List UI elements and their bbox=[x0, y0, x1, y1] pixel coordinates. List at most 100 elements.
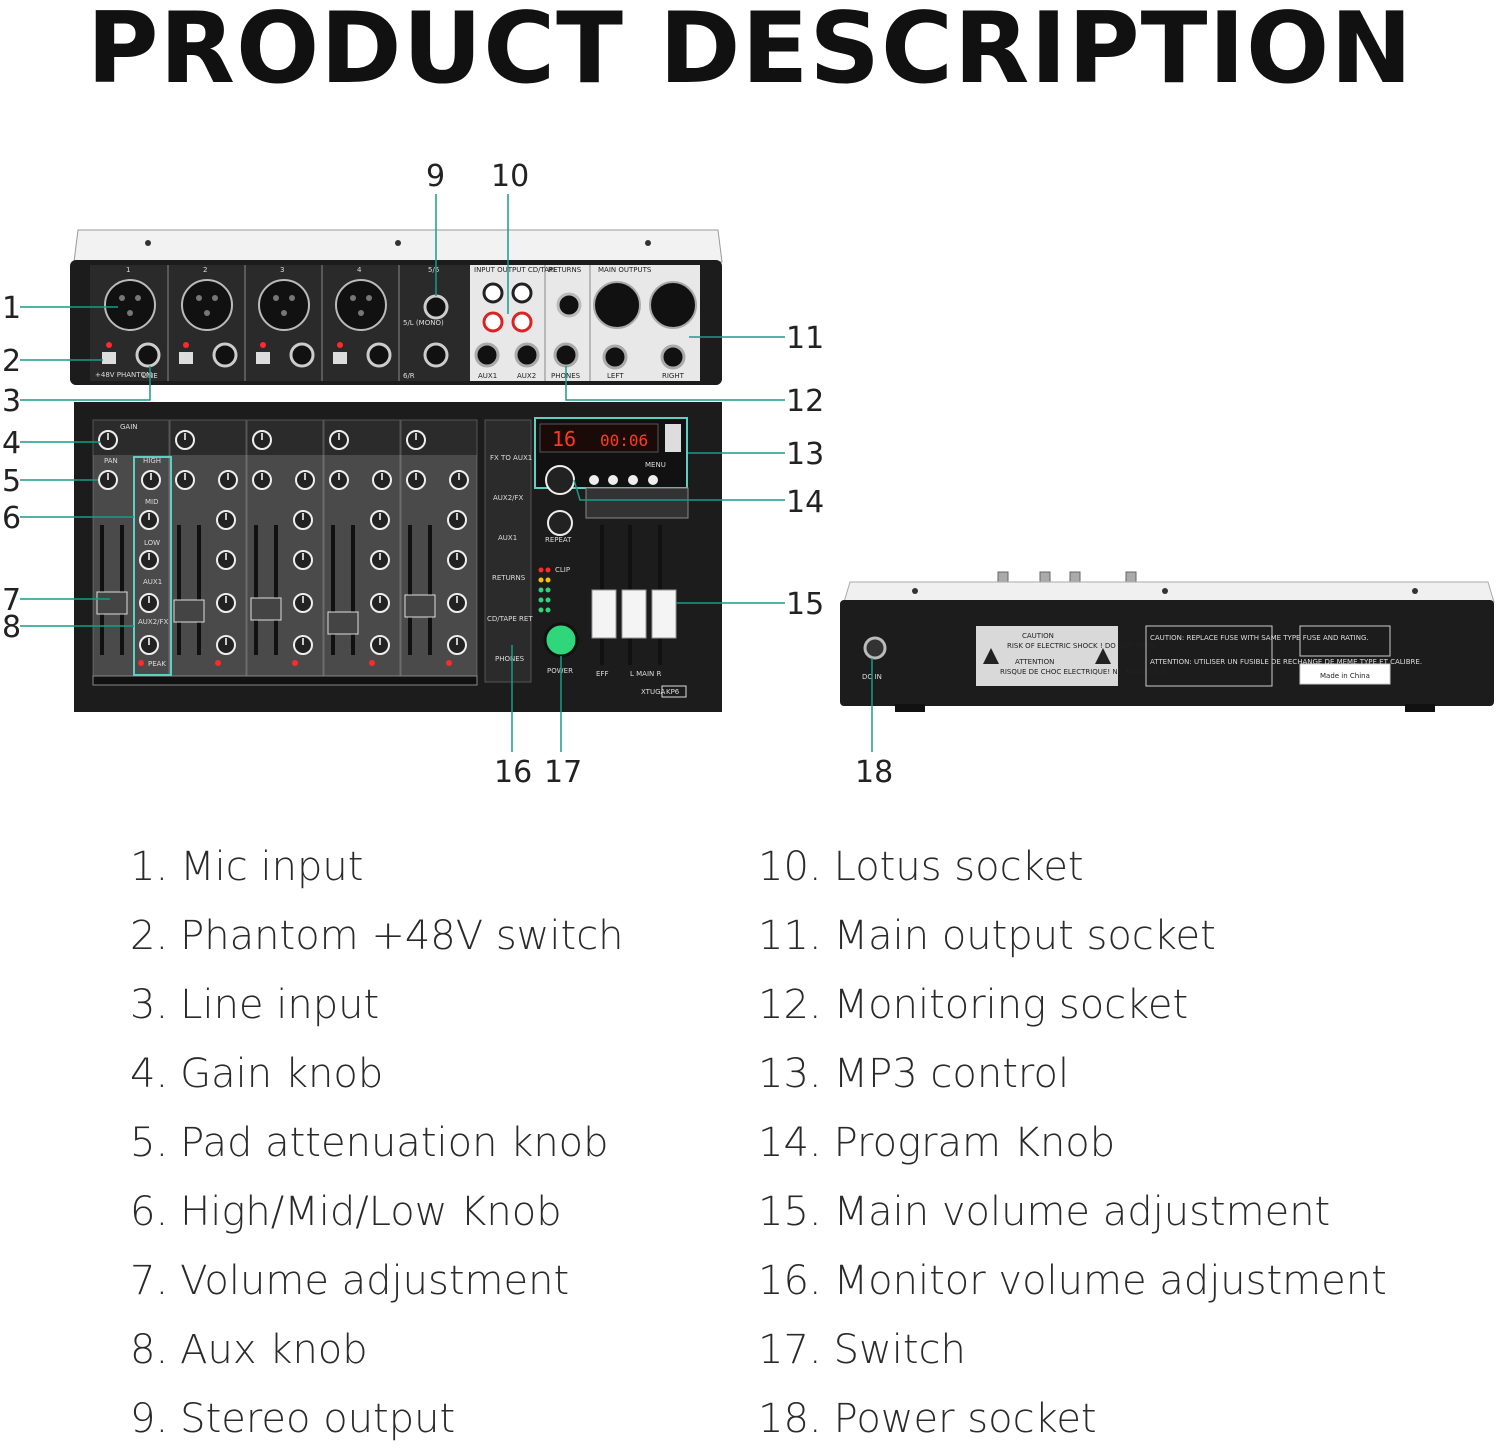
ch3-label: 3 bbox=[280, 266, 284, 274]
callout-line-12 bbox=[565, 366, 785, 401]
attention-sub: RISQUE DE CHOC ELECTRIQUE! NE PAS OUVRIR… bbox=[1000, 668, 1170, 676]
desc-num: 1. bbox=[130, 844, 169, 890]
desc-num: 15. bbox=[758, 1189, 822, 1235]
fuse-notice bbox=[1145, 625, 1273, 687]
returns-master-label: RETURNS bbox=[492, 574, 526, 582]
aux1-master-label: AUX1 bbox=[498, 534, 517, 542]
callout-6: 6 bbox=[2, 501, 21, 536]
caution-plate bbox=[976, 626, 1118, 686]
level-meter bbox=[538, 567, 551, 613]
low-label: LOW bbox=[144, 539, 160, 547]
desc-item-8: 8.Aux knob bbox=[130, 1325, 368, 1375]
desc-item-1: 1.Mic input bbox=[130, 842, 363, 892]
callout-1: 1 bbox=[2, 291, 21, 326]
menu-label: MENU bbox=[645, 461, 666, 469]
desc-num: 8. bbox=[130, 1327, 169, 1373]
desc-text: Mic input bbox=[180, 844, 364, 890]
mixer-front-view: 1 2 3 4 5/6 +48V PHANTOM LINE 5/L (MONO) bbox=[70, 229, 723, 712]
desc-num: 13. bbox=[758, 1051, 822, 1097]
desc-item-17: 17.Switch bbox=[758, 1325, 966, 1375]
callout-3: 3 bbox=[2, 384, 21, 419]
desc-item-10: 10.Lotus socket bbox=[758, 842, 1084, 892]
desc-item-14: 14.Program Knob bbox=[758, 1118, 1115, 1168]
clip-label: CLIP bbox=[555, 566, 570, 574]
channel-faders bbox=[96, 525, 436, 655]
pan-label: PAN bbox=[104, 457, 118, 465]
callout-11: 11 bbox=[786, 321, 824, 356]
callout-line-3 bbox=[20, 366, 151, 401]
right-label: RIGHT bbox=[662, 372, 685, 380]
left-label: LEFT bbox=[607, 372, 624, 380]
desc-item-16: 16.Monitor volume adjustment bbox=[758, 1256, 1387, 1306]
callout-12: 12 bbox=[786, 384, 824, 419]
callout-8: 8 bbox=[2, 610, 21, 645]
peak-label: PEAK bbox=[148, 660, 166, 668]
phantom-label: +48V PHANTOM bbox=[95, 371, 152, 379]
main-lr-label: L MAIN R bbox=[630, 670, 661, 678]
callouts bbox=[20, 194, 873, 752]
desc-num: 5. bbox=[130, 1120, 169, 1166]
callout-line-14 bbox=[573, 479, 785, 501]
desc-text: Line input bbox=[180, 982, 380, 1028]
callout-4: 4 bbox=[2, 426, 21, 461]
aux1-label: AUX1 bbox=[478, 372, 497, 380]
desc-text: Program Knob bbox=[833, 1120, 1116, 1166]
desc-num: 18. bbox=[758, 1396, 822, 1442]
rca-sockets bbox=[482, 282, 533, 333]
callout-7: 7 bbox=[2, 583, 21, 618]
callout-14: 14 bbox=[786, 485, 824, 520]
callout-18: 18 bbox=[855, 755, 893, 790]
mixer-diagram: 1 2 3 4 5/6 +48V PHANTOM LINE 5/L (MONO) bbox=[2, 159, 1495, 790]
callout-17: 17 bbox=[544, 755, 582, 790]
callout-16: 16 bbox=[494, 755, 532, 790]
desc-text: Volume adjustment bbox=[180, 1258, 570, 1304]
main-outputs-label: MAIN OUTPUTS bbox=[598, 266, 652, 274]
cd-tape-label: INPUT OUTPUT CD/TAPE bbox=[474, 266, 558, 274]
desc-num: 3. bbox=[130, 982, 169, 1028]
desc-num: 2. bbox=[130, 913, 169, 959]
aux2fx-knob-label: AUX2/FX bbox=[138, 618, 169, 626]
mixer-rear-view: DC IN CAUTION RISK OF ELECTRIC SHOCK ! D… bbox=[840, 571, 1495, 712]
desc-num: 11. bbox=[758, 913, 822, 959]
xlr-inputs bbox=[104, 279, 387, 331]
brand-label: XTUGA bbox=[641, 688, 665, 696]
desc-num: 7. bbox=[130, 1258, 169, 1304]
desc-item-6: 6.High/Mid/Low Knob bbox=[130, 1187, 562, 1237]
desc-text: Pad attenuation knob bbox=[180, 1120, 609, 1166]
desc-text: High/Mid/Low Knob bbox=[180, 1189, 562, 1235]
desc-text: Phantom +48V switch bbox=[180, 913, 624, 959]
desc-num: 16. bbox=[758, 1258, 822, 1304]
desc-item-5: 5.Pad attenuation knob bbox=[130, 1118, 609, 1168]
desc-item-2: 2.Phantom +48V switch bbox=[130, 911, 624, 961]
desc-text: Switch bbox=[833, 1327, 966, 1373]
page-title: PRODUCT DESCRIPTION bbox=[86, 0, 1414, 106]
ch2-label: 2 bbox=[203, 266, 207, 274]
phantom-switches bbox=[102, 342, 347, 364]
model-label: KP6 bbox=[666, 688, 680, 696]
desc-text: Gain knob bbox=[180, 1051, 384, 1097]
desc-num: 12. bbox=[758, 982, 822, 1028]
desc-num: 10. bbox=[758, 844, 822, 890]
eq-highlight bbox=[133, 456, 172, 676]
desc-item-7: 7.Volume adjustment bbox=[130, 1256, 569, 1306]
desc-item-3: 3.Line input bbox=[130, 980, 379, 1030]
desc-num: 14. bbox=[758, 1120, 822, 1166]
repeat-label: REPEAT bbox=[545, 536, 572, 544]
callout-numbers: 1 2 3 4 5 6 7 8 9 10 11 12 13 14 15 16 1… bbox=[2, 159, 893, 790]
desc-item-4: 4.Gain knob bbox=[130, 1049, 383, 1099]
display-track: 16 bbox=[552, 427, 576, 451]
callout-13: 13 bbox=[786, 437, 824, 472]
aux2fx-master-label: AUX2/FX bbox=[493, 494, 524, 502]
desc-text: Power socket bbox=[833, 1396, 1097, 1442]
cd-tape-ret-label: CD/TAPE RET bbox=[487, 615, 533, 623]
callout-9: 9 bbox=[426, 159, 445, 194]
power-button bbox=[543, 622, 579, 658]
main-faders bbox=[591, 525, 677, 665]
desc-text: Monitoring socket bbox=[833, 982, 1189, 1028]
mid-label: MID bbox=[145, 498, 159, 506]
power-label: POWER bbox=[547, 667, 573, 675]
ch4-label: 4 bbox=[357, 266, 362, 274]
desc-text: Aux knob bbox=[180, 1327, 368, 1373]
ch1-label: 1 bbox=[126, 266, 130, 274]
desc-num: 17. bbox=[758, 1327, 822, 1373]
